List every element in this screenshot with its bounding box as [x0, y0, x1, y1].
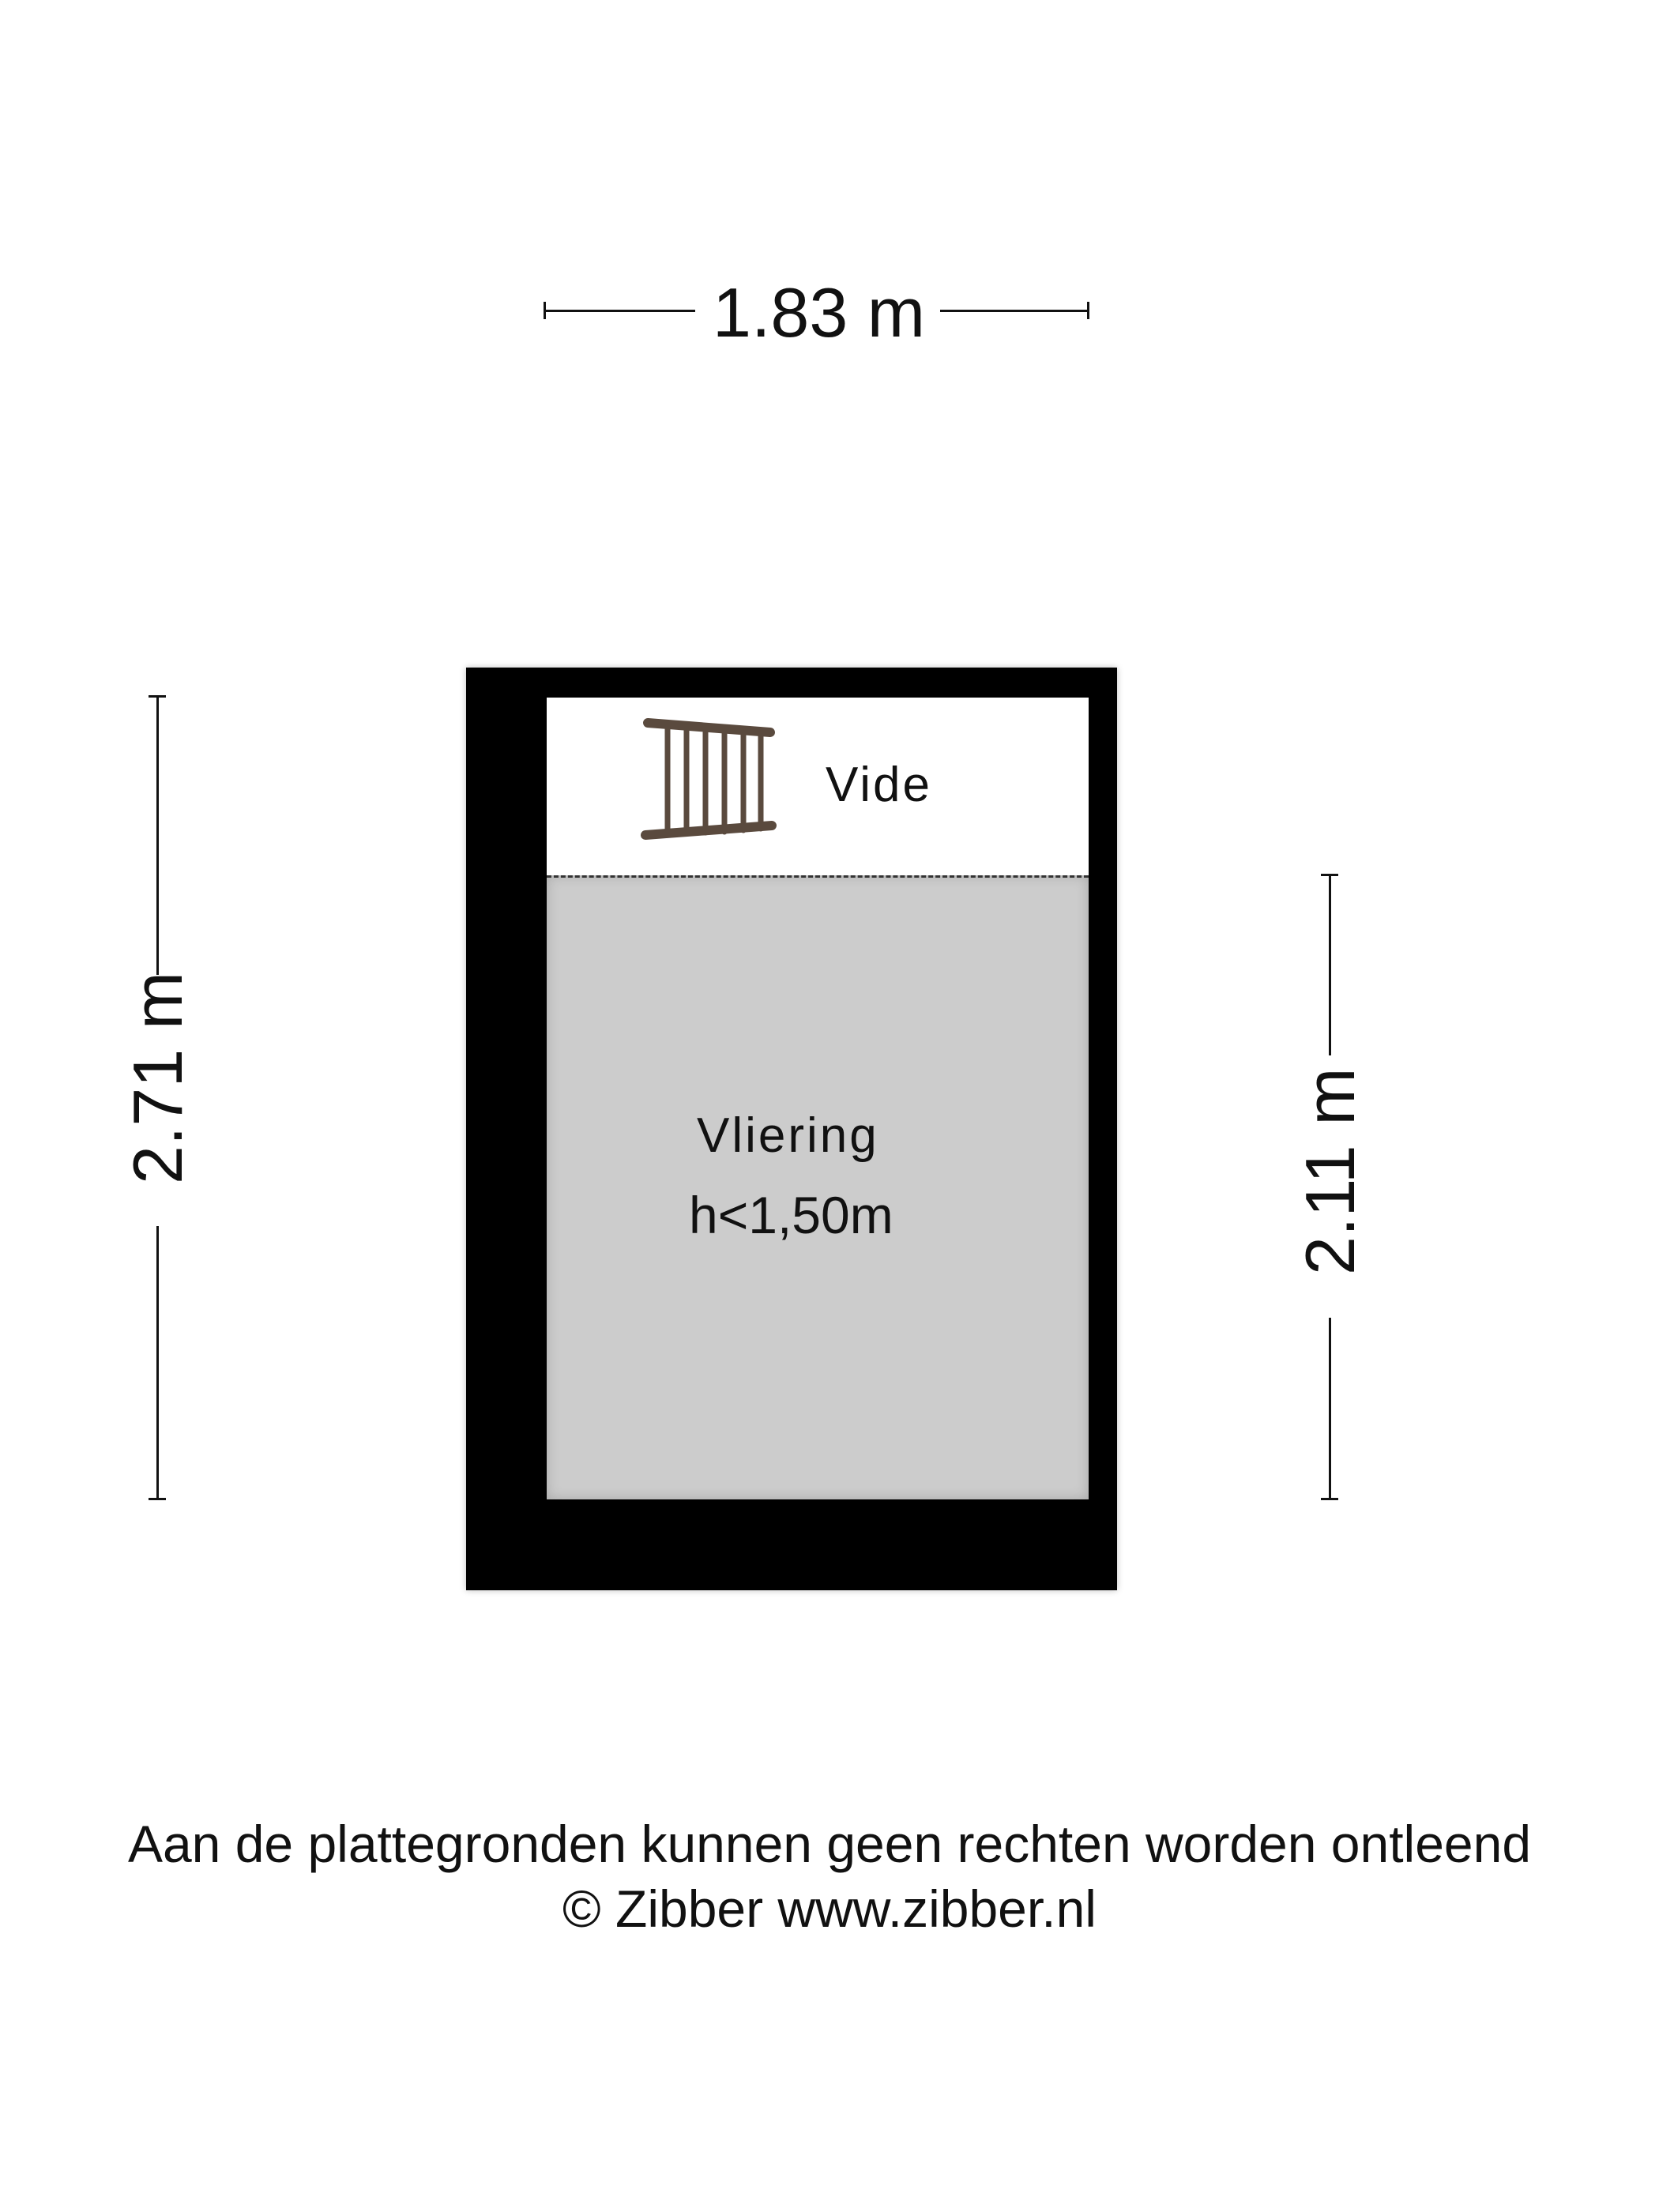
ladder-icon — [641, 718, 777, 840]
vliering-height-note: h<1,50m — [689, 1186, 893, 1244]
copyright-text: © Zibber www.zibber.nl — [562, 1879, 1097, 1938]
dimension-line — [156, 1226, 159, 1499]
vide-label: Vide — [826, 758, 932, 812]
dimension-tick — [149, 695, 166, 698]
width-label: 1.83 m — [713, 273, 926, 352]
vide-boundary-dashed-line — [547, 875, 1089, 878]
dimension-line — [545, 310, 695, 312]
dimension-line — [940, 310, 1089, 312]
vide-area — [547, 698, 1089, 875]
vliering-area — [547, 875, 1089, 1499]
dimension-tick — [1087, 302, 1089, 319]
right-height-label: 2.11 m — [1291, 1067, 1369, 1276]
dimension-tick — [544, 302, 546, 319]
dimension-line — [1329, 1318, 1331, 1499]
dimension-tick — [1321, 874, 1338, 876]
dimension-tick — [1321, 1498, 1338, 1500]
dimension-line — [1329, 875, 1331, 1055]
dimension-line — [156, 697, 159, 975]
dimension-tick — [149, 1498, 166, 1500]
left-height-label: 2.71 m — [118, 971, 197, 1184]
disclaimer-text: Aan de plattegronden kunnen geen rechten… — [127, 1815, 1532, 1873]
vliering-label: Vliering — [697, 1108, 879, 1163]
